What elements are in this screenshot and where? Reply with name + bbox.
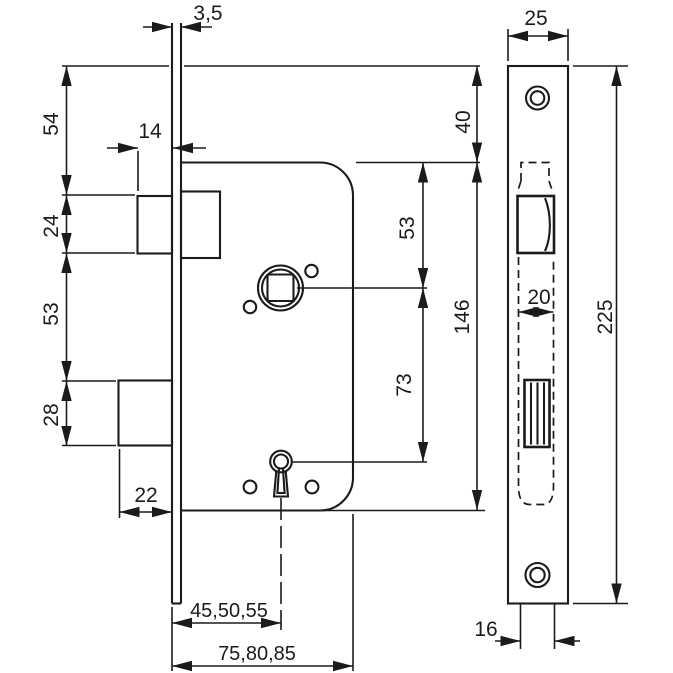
dim-plate-top-to-case: 40 — [452, 110, 475, 133]
dim-case-top-to-spindle: 53 — [396, 216, 419, 239]
screw-hole-top — [524, 85, 551, 111]
screw-hole-bottom — [524, 561, 551, 589]
front-view — [117, 23, 355, 605]
faceplate-front — [170, 23, 183, 605]
dim-faceplate-length: 225 — [594, 299, 617, 334]
deadbolt-side — [523, 378, 551, 449]
dim-case-thickness: 16 — [474, 618, 497, 641]
dim-plate-top-to-latch: 54 — [40, 112, 63, 136]
fixing-post-icon — [242, 299, 258, 315]
dim-faceplate-width: 25 — [524, 7, 547, 30]
keyhole — [242, 449, 320, 498]
dim-latch-height: 24 — [40, 214, 63, 238]
hidden-pocket-outline — [516, 161, 555, 506]
dim-case-height: 146 — [451, 299, 474, 334]
dim-latch-projection: 14 — [138, 120, 162, 143]
dim-spindle-to-keyhole: 73 — [393, 373, 416, 396]
fixing-post-icon — [304, 263, 319, 279]
faceplate-side — [506, 64, 570, 605]
dim-bolt-projection: 22 — [134, 484, 157, 507]
dim-bolt-height: 28 — [40, 403, 63, 426]
dim-latch-to-bolt: 53 — [40, 302, 63, 325]
fixing-post-icon — [304, 479, 320, 495]
dim-backset-options: 45,50,55 — [190, 600, 268, 622]
latch-bolt — [136, 190, 222, 260]
dim-faceplate-thickness: 3,5 — [193, 2, 222, 25]
spindle-follower — [242, 263, 319, 315]
lock-case-outline — [181, 161, 355, 512]
extension-lines — [62, 29, 628, 671]
latch-bolt-side — [516, 194, 556, 255]
fixing-post-icon — [242, 479, 258, 495]
dim-case-depth-options: 75,80,85 — [218, 643, 296, 665]
deadbolt — [117, 379, 174, 447]
side-view — [506, 64, 570, 605]
dim-follower-pocket-width: 20 — [527, 286, 550, 309]
dimension-labels: 3,5 54 24 53 28 14 22 45,50,55 75,80,85 … — [40, 2, 617, 665]
